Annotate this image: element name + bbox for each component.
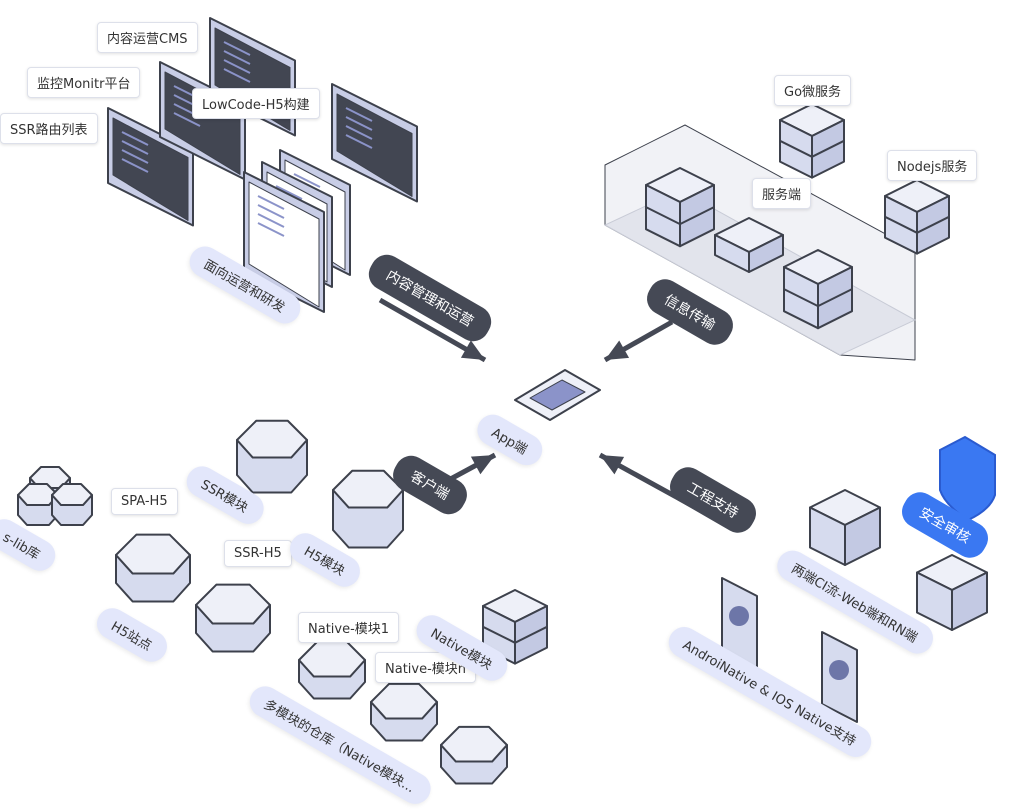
go-service-server <box>779 103 845 179</box>
ssr-h5-hex <box>195 583 271 653</box>
arrow-content-mgmt <box>378 297 487 363</box>
server-box-1 <box>645 167 715 248</box>
screen-lowcode <box>331 83 418 203</box>
callout-go-service: Go微服务 <box>774 75 852 106</box>
callout-lowcode: LowCode-H5构建 <box>192 88 320 119</box>
callout-spa-h5: SPA-H5 <box>111 488 178 515</box>
callout-server: 服务端 <box>752 178 812 209</box>
callout-cms: 内容运营CMS <box>97 22 198 53</box>
native-module-box-3 <box>440 725 508 785</box>
lib-hex-3 <box>51 483 93 526</box>
ssr-module-server <box>236 419 308 494</box>
callout-monitor: 监控Monitr平台 <box>27 67 141 98</box>
native-module-1-box <box>298 640 366 700</box>
server-box-2 <box>783 249 853 330</box>
callout-native-module-1: Native-模块1 <box>298 612 400 643</box>
callout-native-module-n: Native-模块n <box>375 652 477 683</box>
database-icon <box>714 217 784 273</box>
h5-module-server <box>332 469 404 549</box>
callout-ssr-routes: SSR路由列表 <box>0 113 98 144</box>
arrow-info-transfer <box>603 319 674 363</box>
native-module-server <box>482 589 548 665</box>
callout-node-service: Nodejs服务 <box>887 150 978 181</box>
ci-cube-2 <box>916 554 988 631</box>
app-phone-icon <box>514 369 601 421</box>
callout-ssr-h5: SSR-H5 <box>224 540 292 567</box>
spa-h5-hex <box>115 533 191 603</box>
ci-cube-1 <box>809 489 881 566</box>
ios-phone-icon <box>821 631 858 723</box>
node-service-server <box>884 179 950 255</box>
native-module-n-box <box>370 682 438 742</box>
screen-stack-1 <box>243 171 325 313</box>
